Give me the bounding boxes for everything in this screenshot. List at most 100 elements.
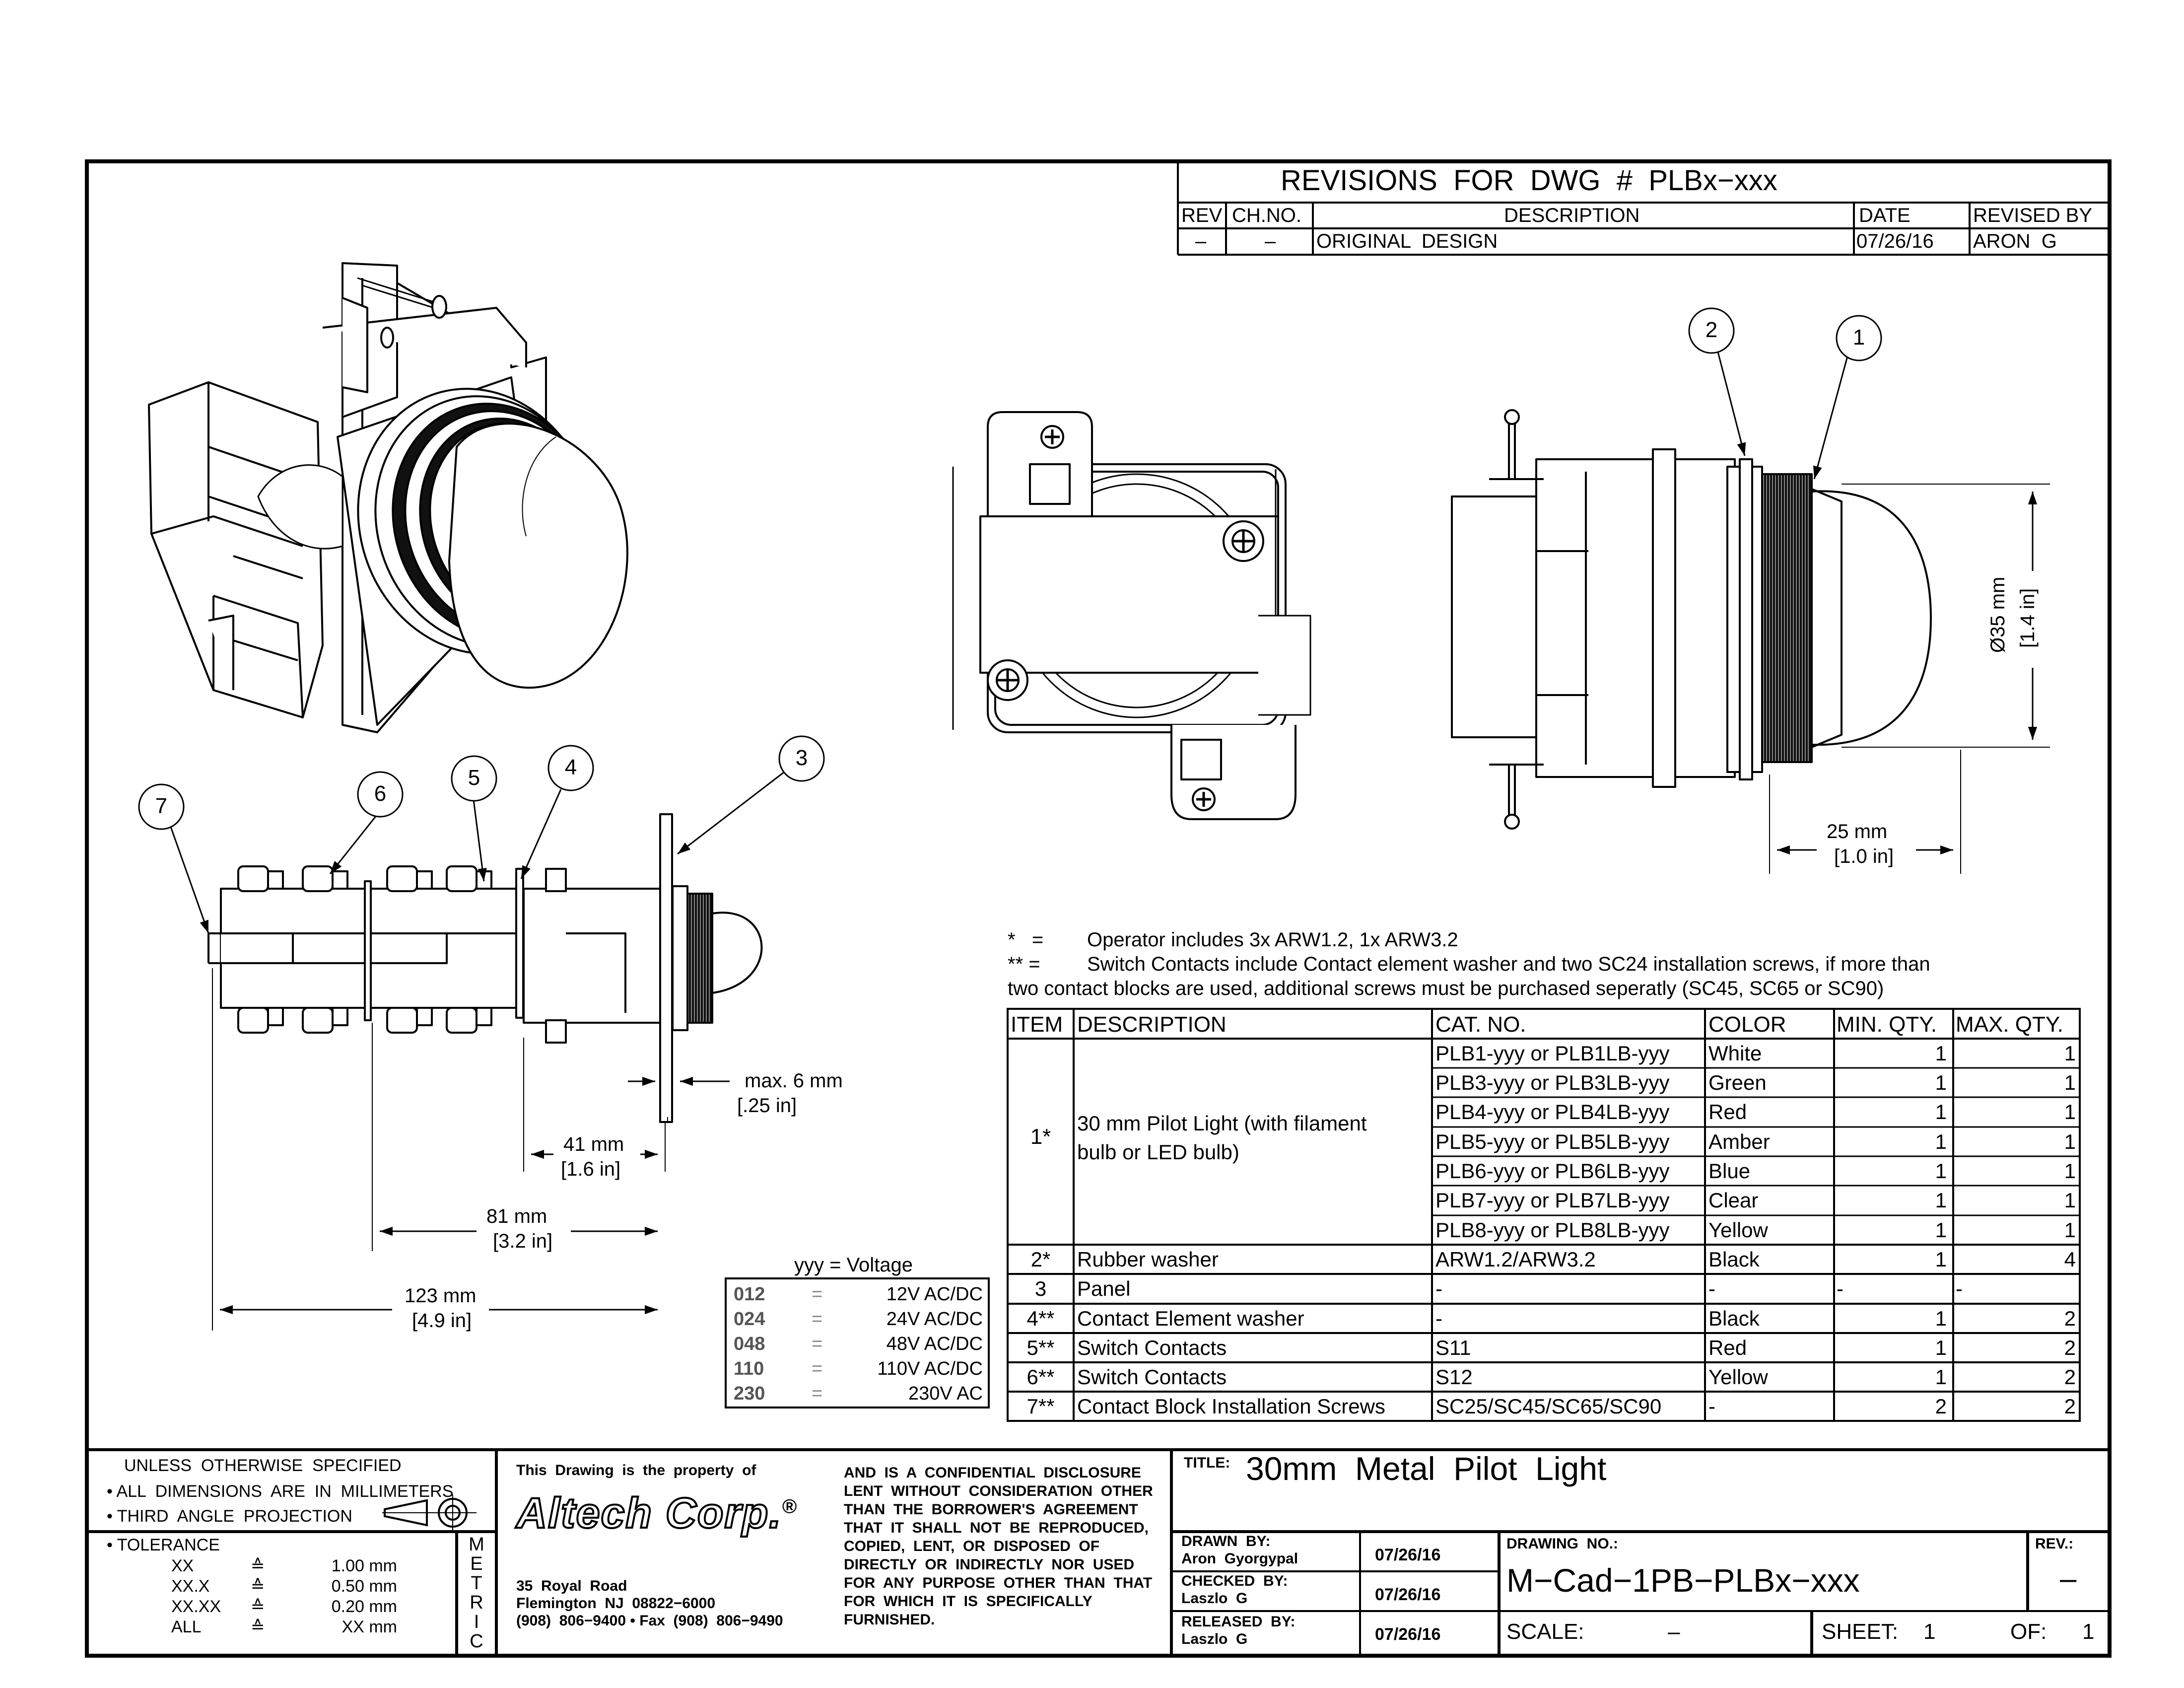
released-by-label: RELEASED BY: bbox=[1181, 1614, 1296, 1630]
balloon-3 bbox=[778, 735, 825, 782]
dim-diameter-mm: Ø35 mm bbox=[1987, 576, 2009, 653]
balloon-4 bbox=[547, 745, 594, 791]
bom-desc: Switch Contacts bbox=[1077, 1365, 1227, 1389]
bom-color: Amber bbox=[1708, 1130, 1770, 1153]
bom-desc: Rubber washer bbox=[1077, 1248, 1219, 1271]
rev-row-description: ORIGINAL DESIGN bbox=[1316, 230, 1498, 252]
bom-color: Green bbox=[1708, 1071, 1767, 1094]
sheet-label: SHEET: bbox=[1822, 1619, 1899, 1644]
rev-value: – bbox=[2060, 1562, 2077, 1595]
confidential-line: THAT IT SHALL NOT BE REPRODUCED, bbox=[844, 1520, 1149, 1536]
confidential-line: DIRECTLY OR INDIRECTLY NOR USED bbox=[844, 1556, 1135, 1573]
tolerance-format: XX bbox=[171, 1556, 194, 1575]
side-view-assembly bbox=[207, 813, 763, 1123]
voltage-code: 110 bbox=[734, 1358, 764, 1379]
tolerance-value: 1.00 mm bbox=[331, 1556, 397, 1575]
bom-max: 4 bbox=[2064, 1248, 2076, 1271]
bom-min: 1 bbox=[1935, 1307, 1947, 1330]
sheet-border bbox=[85, 159, 2112, 1658]
voltage-value: 110V AC/DC bbox=[877, 1358, 983, 1379]
bom-cat: S11 bbox=[1435, 1336, 1471, 1359]
note-2-text: Switch Contacts include Contact element … bbox=[1087, 953, 1930, 975]
rev-header-date: DATE bbox=[1859, 205, 1911, 226]
tolerance-symbol: ≙ bbox=[251, 1597, 265, 1617]
bom-item: 5** bbox=[1026, 1336, 1055, 1359]
title-label: TITLE: bbox=[1184, 1455, 1230, 1471]
balloon-label-7: 7 bbox=[155, 794, 168, 818]
bom-color: - bbox=[1708, 1395, 1715, 1418]
drawn-by-label: DRAWN BY: bbox=[1181, 1533, 1271, 1549]
bom-min: 1 bbox=[1935, 1218, 1947, 1242]
tolerance-format: ALL bbox=[171, 1618, 202, 1636]
released-date: 07/26/16 bbox=[1375, 1625, 1441, 1644]
bom-min: 1 bbox=[1935, 1042, 1947, 1065]
dim-panel-mm: max. 6 mm bbox=[745, 1070, 843, 1092]
metric-letter: E bbox=[470, 1553, 483, 1574]
confidential-line: THAN THE BORROWER'S AGREEMENT bbox=[844, 1501, 1138, 1518]
voltage-value: 24V AC/DC bbox=[886, 1309, 983, 1330]
bom-cat: SC25/SC45/SC65/SC90 bbox=[1435, 1395, 1662, 1418]
bom-min: 1 bbox=[1935, 1100, 1947, 1124]
item-balloons bbox=[138, 307, 1882, 830]
bom-item: 2* bbox=[1030, 1248, 1051, 1271]
scale-value: – bbox=[1668, 1619, 1680, 1644]
property-note: This Drawing is the property of bbox=[516, 1462, 756, 1478]
bom-header-color: COLOR bbox=[1708, 1012, 1786, 1037]
drawing-no-label: DRAWING NO.: bbox=[1506, 1536, 1618, 1552]
revisions-title: REVISIONS FOR DWG # PLBx−xxx bbox=[1281, 164, 1777, 197]
voltage-code: 230 bbox=[734, 1383, 765, 1404]
bom-cat: PLB5-yyy or PLB5LB-yyy bbox=[1435, 1130, 1670, 1153]
balloon-label-3: 3 bbox=[795, 746, 808, 770]
note-3-text: two contact blocks are used, additional … bbox=[1008, 978, 1884, 999]
voltage-code: 048 bbox=[734, 1334, 765, 1354]
bom-max: - bbox=[1956, 1277, 1963, 1300]
sheet-value: 1 bbox=[1923, 1619, 1936, 1644]
bom-cat: PLB1-yyy or PLB1LB-yyy bbox=[1435, 1042, 1670, 1065]
metric-letter: I bbox=[474, 1612, 479, 1632]
bom-color: White bbox=[1708, 1042, 1762, 1065]
voltage-eq: = bbox=[812, 1284, 823, 1305]
bom-cat: PLB8-yyy or PLB8LB-yyy bbox=[1435, 1218, 1670, 1242]
bom-cat: PLB3-yyy or PLB3LB-yyy bbox=[1435, 1071, 1670, 1094]
bom-min: 1 bbox=[1935, 1071, 1947, 1094]
bom-cat: - bbox=[1435, 1277, 1442, 1300]
bom-cat: PLB4-yyy or PLB4LB-yyy bbox=[1435, 1100, 1670, 1124]
bom-header-max: MAX. QTY. bbox=[1956, 1012, 2063, 1037]
of-label: OF: bbox=[2010, 1619, 2047, 1644]
bom-min: - bbox=[1837, 1277, 1843, 1300]
rev-row-revised-by: ARON G bbox=[1973, 230, 2057, 252]
bom-desc: Contact Element washer bbox=[1077, 1307, 1304, 1330]
bom-desc: Panel bbox=[1077, 1277, 1131, 1300]
dim-81-in: [3.2 in] bbox=[493, 1230, 553, 1252]
bom-item: 7** bbox=[1026, 1395, 1055, 1418]
checked-by-label: CHECKED BY: bbox=[1181, 1573, 1288, 1589]
bom-cat: - bbox=[1435, 1307, 1442, 1330]
rev-row-date: 07/26/16 bbox=[1856, 230, 1934, 252]
bom-header-catno: CAT. NO. bbox=[1435, 1012, 1526, 1037]
bom-min: 1 bbox=[1935, 1365, 1947, 1389]
address-line-1: 35 Royal Road bbox=[516, 1578, 627, 1594]
bom-item: 3 bbox=[1034, 1277, 1047, 1300]
of-value: 1 bbox=[2082, 1619, 2095, 1644]
bom-min: 1 bbox=[1935, 1130, 1947, 1153]
company-logo: Altech Corp.® bbox=[515, 1491, 798, 1536]
bom-max: 1 bbox=[2064, 1071, 2076, 1094]
rev-header-chno: CH.NO. bbox=[1232, 205, 1301, 226]
bom-max: 1 bbox=[2064, 1159, 2076, 1183]
side-view bbox=[1451, 409, 1932, 830]
voltage-eq: = bbox=[812, 1383, 823, 1404]
bom-max: 2 bbox=[2064, 1336, 2076, 1359]
dimensions-note: • ALL DIMENSIONS ARE IN MILLIMETERS bbox=[107, 1482, 454, 1501]
registered-mark: ® bbox=[782, 1495, 798, 1518]
bom-max: 1 bbox=[2064, 1218, 2076, 1242]
bom-header-min: MIN. QTY. bbox=[1837, 1012, 1937, 1037]
scale-label: SCALE: bbox=[1506, 1619, 1584, 1644]
bom-max: 1 bbox=[2064, 1189, 2076, 1212]
tolerance-symbol: ≙ bbox=[251, 1556, 265, 1576]
released-by-name: Laszlo G bbox=[1181, 1631, 1248, 1647]
dim-123-mm: 123 mm bbox=[405, 1285, 477, 1307]
bom-color: Blue bbox=[1708, 1159, 1751, 1183]
confidential-line: COPIED, LENT, OR DISPOSED OF bbox=[844, 1538, 1100, 1554]
rev-label: REV.: bbox=[2035, 1536, 2074, 1552]
